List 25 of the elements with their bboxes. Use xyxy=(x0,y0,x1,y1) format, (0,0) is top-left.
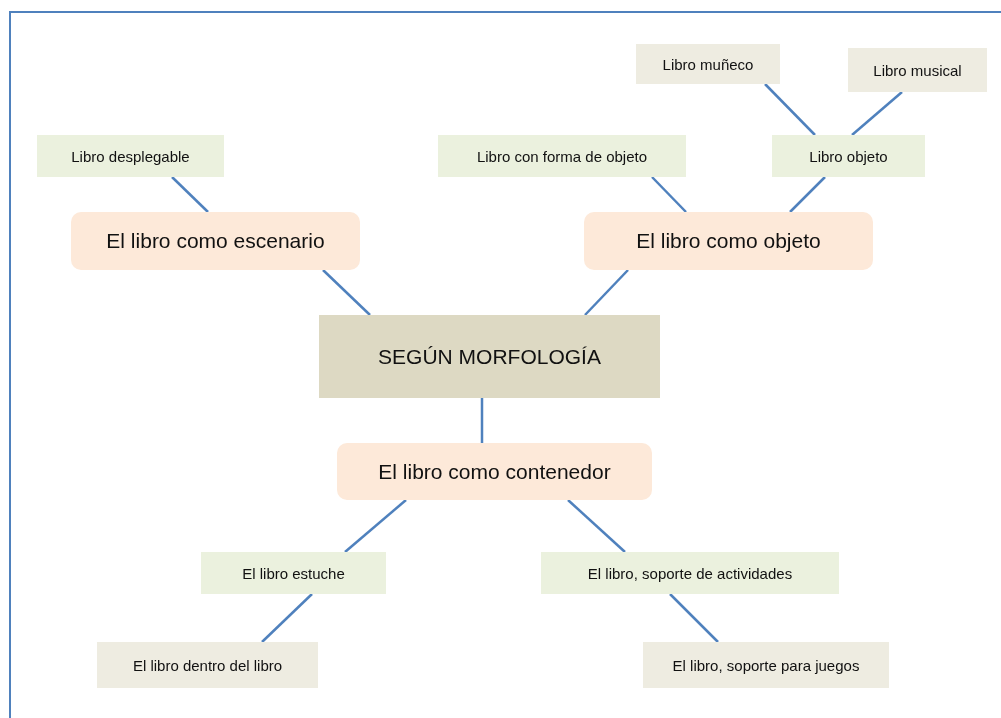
leaf-box: Libro con forma de objeto xyxy=(438,135,686,177)
category-box: El libro como objeto xyxy=(584,212,873,270)
connector-line xyxy=(261,593,313,643)
connector-line xyxy=(322,269,371,316)
connector-line xyxy=(651,176,687,213)
root-box: SEGÚN MORFOLOGÍA xyxy=(319,315,660,398)
leaf-box: El libro, soporte para juegos xyxy=(643,642,889,688)
leaf-box: Libro muñeco xyxy=(636,44,780,84)
connector-line xyxy=(584,269,629,316)
leaf-box: Libro desplegable xyxy=(37,135,224,177)
category-box: El libro como escenario xyxy=(71,212,360,270)
leaf-box: Libro objeto xyxy=(772,135,925,177)
connector-line xyxy=(789,176,826,213)
leaf-box: El libro dentro del libro xyxy=(97,642,318,688)
category-box: El libro como contenedor xyxy=(337,443,652,500)
connector-line xyxy=(851,91,903,136)
connector-line xyxy=(669,593,719,643)
connector-line xyxy=(344,499,407,553)
leaf-box: Libro musical xyxy=(848,48,987,92)
connector-line xyxy=(567,499,626,553)
connector-line xyxy=(764,83,816,136)
connector-line xyxy=(171,176,209,213)
connector-line xyxy=(480,398,484,443)
leaf-box: El libro estuche xyxy=(201,552,386,594)
leaf-box: El libro, soporte de actividades xyxy=(541,552,839,594)
